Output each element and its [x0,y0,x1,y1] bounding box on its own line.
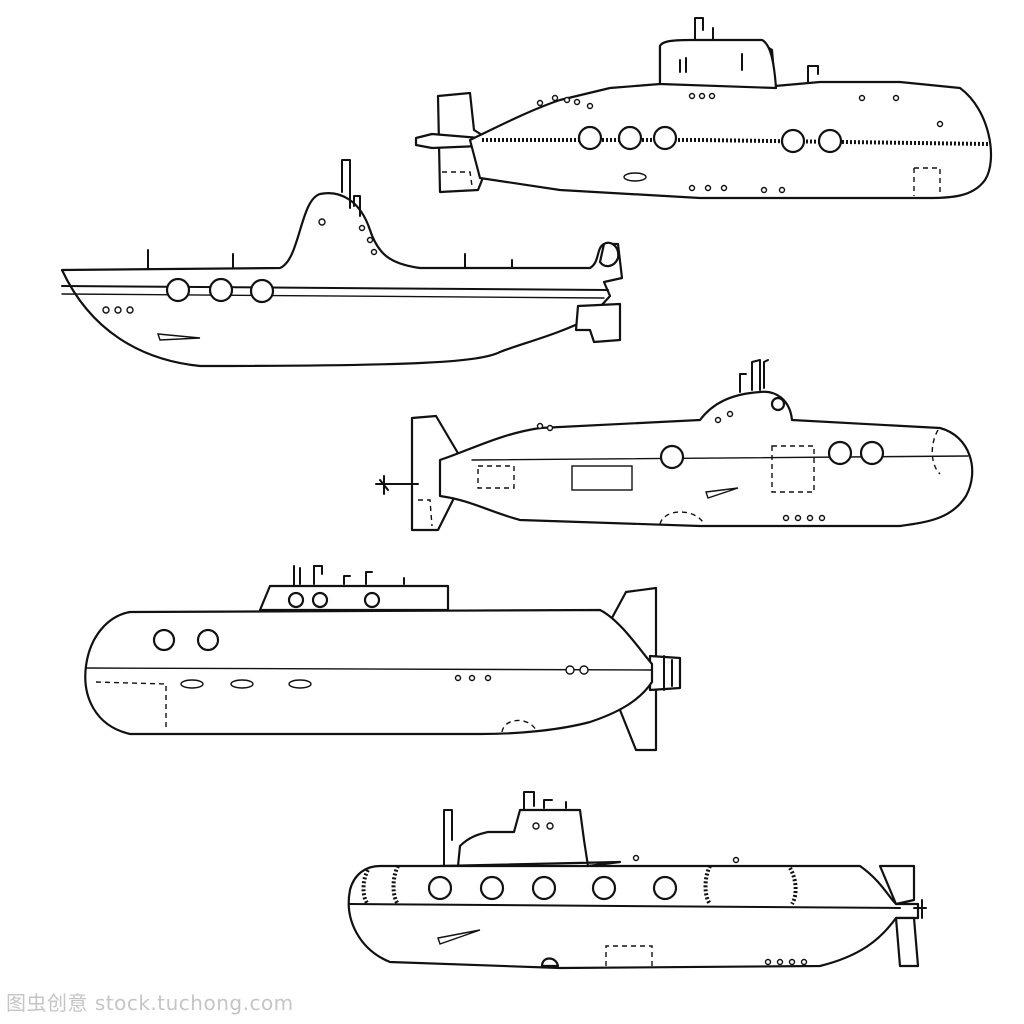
submarine-2 [60,159,624,368]
submarine-3 [375,359,974,532]
submarine-4 [84,565,682,752]
submarine-5 [347,791,927,970]
watermark-text: 图虫创意 stock.tuchong.com [6,991,294,1015]
submarine-1 [414,17,993,200]
